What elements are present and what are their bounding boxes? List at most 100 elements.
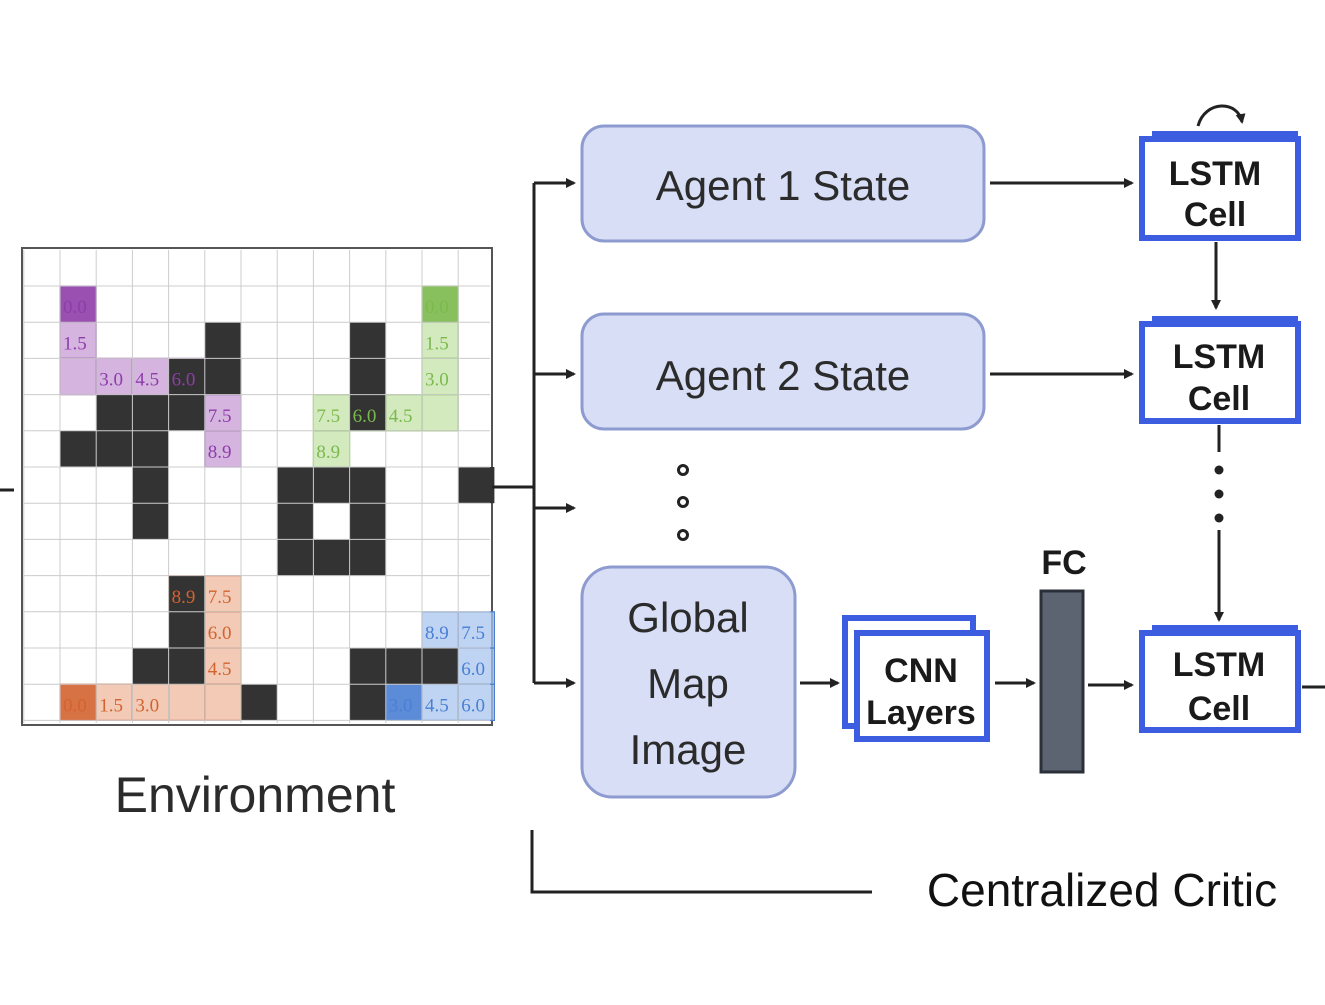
obstacle-cell	[168, 394, 205, 431]
orange-path-label: 1.5	[99, 695, 123, 716]
lstm2-label-line1: LSTM	[1173, 338, 1266, 376]
environment-connectors	[0, 178, 576, 688]
obstacle-cell	[313, 539, 350, 576]
lstm-cell-3: LSTM Cell	[1139, 625, 1301, 733]
obstacle-cell	[313, 467, 350, 504]
lstm3-label-line1: LSTM	[1173, 646, 1266, 684]
environment-caption: Environment	[115, 767, 396, 823]
green-path-label: 8.9	[316, 442, 340, 463]
lstm3-rect	[1139, 630, 1301, 733]
obstacle-cell	[132, 394, 169, 431]
orange-path-label: 4.5	[208, 659, 232, 680]
obstacle-cell	[241, 684, 278, 721]
obstacle-cell	[132, 503, 169, 540]
orange-path-label: 0.0	[63, 695, 87, 716]
cnn-label-line1: CNN	[884, 652, 958, 690]
obstacle-cell	[132, 430, 169, 467]
ellipsis-dot	[1214, 489, 1224, 499]
obstacle-cell	[96, 430, 133, 467]
blue-path-label: 6.0	[461, 695, 485, 716]
lstm1-label-line1: LSTM	[1169, 155, 1262, 193]
agent1-state-box: Agent 1 State	[580, 124, 986, 243]
orange-path-cell	[168, 683, 206, 722]
orange-path-cell	[59, 683, 97, 722]
lstm2-label-line2: Cell	[1188, 380, 1250, 418]
obstacle-cell	[132, 648, 169, 685]
obstacle-cell	[168, 648, 205, 685]
obstacle-cell	[277, 467, 314, 504]
lstm-ellipsis	[1214, 425, 1224, 622]
lstm3-label-line2: Cell	[1188, 690, 1250, 728]
purple-path-label: 8.9	[208, 442, 232, 463]
blue-path-label: 7.5	[461, 623, 485, 644]
environment-grid: 0.0 1.5 3.0 4.5 6.0 7.5 8.9 0.0 1.5 3.0 4.5 6.0 7.5 8…	[21, 247, 496, 726]
green-path-label: 3.0	[425, 370, 449, 391]
obstacle-cell	[132, 467, 169, 504]
obstacle-cell	[349, 503, 386, 540]
purple-path-label: 3.0	[99, 370, 123, 391]
lstm-cell-2: LSTM Cell	[1139, 316, 1301, 424]
green-path-label: 0.0	[425, 297, 449, 318]
obstacle-cell	[349, 539, 386, 576]
obstacle-cell	[385, 648, 422, 685]
global-map-label-line3: Image	[630, 726, 747, 773]
obstacle-cell	[277, 503, 314, 540]
ellipsis-dot	[677, 464, 689, 476]
purple-path-label: 4.5	[135, 370, 159, 391]
orange-path-cell	[204, 683, 242, 722]
purple-path-label: 1.5	[63, 333, 87, 354]
obstacle-cell	[349, 684, 386, 721]
purple-path-cell	[59, 357, 97, 396]
centralized-critic-bracket: Centralized Critic	[530, 830, 1277, 916]
lstm-cell-1: LSTM Cell	[1139, 104, 1301, 241]
agent2-state-label: Agent 2 State	[656, 352, 911, 399]
lstm2-rect	[1139, 321, 1301, 424]
agent2-state-box: Agent 2 State	[580, 312, 986, 431]
obstacle-cell	[349, 467, 386, 504]
obstacle-cell	[204, 358, 241, 395]
obstacle-cell	[349, 322, 386, 359]
agent1-state-label: Agent 1 State	[656, 162, 911, 209]
ellipsis-dot	[1214, 513, 1224, 523]
purple-path-label: 0.0	[63, 297, 87, 318]
fc-bar	[1039, 589, 1085, 774]
global-map-image-box: Global Map Image	[580, 565, 797, 799]
lstm1-rect	[1139, 136, 1301, 241]
lstm1-label-line2: Cell	[1184, 196, 1246, 234]
global-map-rect	[580, 565, 797, 799]
blue-path-label: 6.0	[461, 659, 485, 680]
cnn-label-line2: Layers	[866, 694, 976, 732]
obstacle-cell	[349, 648, 386, 685]
cnn-front-layer	[854, 630, 990, 742]
orange-path-label: 3.0	[135, 695, 159, 716]
fc-label: FC	[1041, 544, 1086, 582]
green-path-label: 7.5	[316, 406, 340, 427]
obstacle-cell	[422, 648, 459, 685]
grid-lines	[23, 250, 490, 723]
obstacle-cell	[96, 394, 133, 431]
orange-path-label: 7.5	[208, 587, 232, 608]
orange-path-label: 6.0	[208, 623, 232, 644]
obstacle-cell	[168, 358, 205, 395]
obstacle-cell	[168, 575, 205, 612]
obstacle-cell	[349, 394, 386, 431]
environment-frame	[21, 247, 493, 726]
critic-label: Centralized Critic	[927, 864, 1277, 916]
obstacle-cell	[60, 430, 97, 467]
lstm-recurrent-arrow	[1196, 104, 1246, 127]
blue-path-cell	[421, 683, 459, 722]
global-map-label-line2: Map	[647, 660, 729, 707]
blue-path-label: 3.0	[389, 695, 413, 716]
purple-path-label: 7.5	[208, 406, 232, 427]
ellipsis-dot	[1214, 465, 1224, 475]
blue-path-label: 4.5	[425, 695, 449, 716]
obstacle-cell	[277, 539, 314, 576]
agent-paths	[59, 285, 496, 722]
green-path-cell	[421, 321, 459, 360]
path-labels: 0.0 1.5 3.0 4.5 6.0 7.5 8.9 0.0 1.5 3.0 4.5 6.0 7.5 8…	[63, 297, 485, 716]
green-path-cell	[421, 394, 459, 432]
obstacles	[60, 322, 495, 721]
purple-path-label: 6.0	[172, 370, 196, 391]
obstacle-cell	[458, 467, 495, 504]
